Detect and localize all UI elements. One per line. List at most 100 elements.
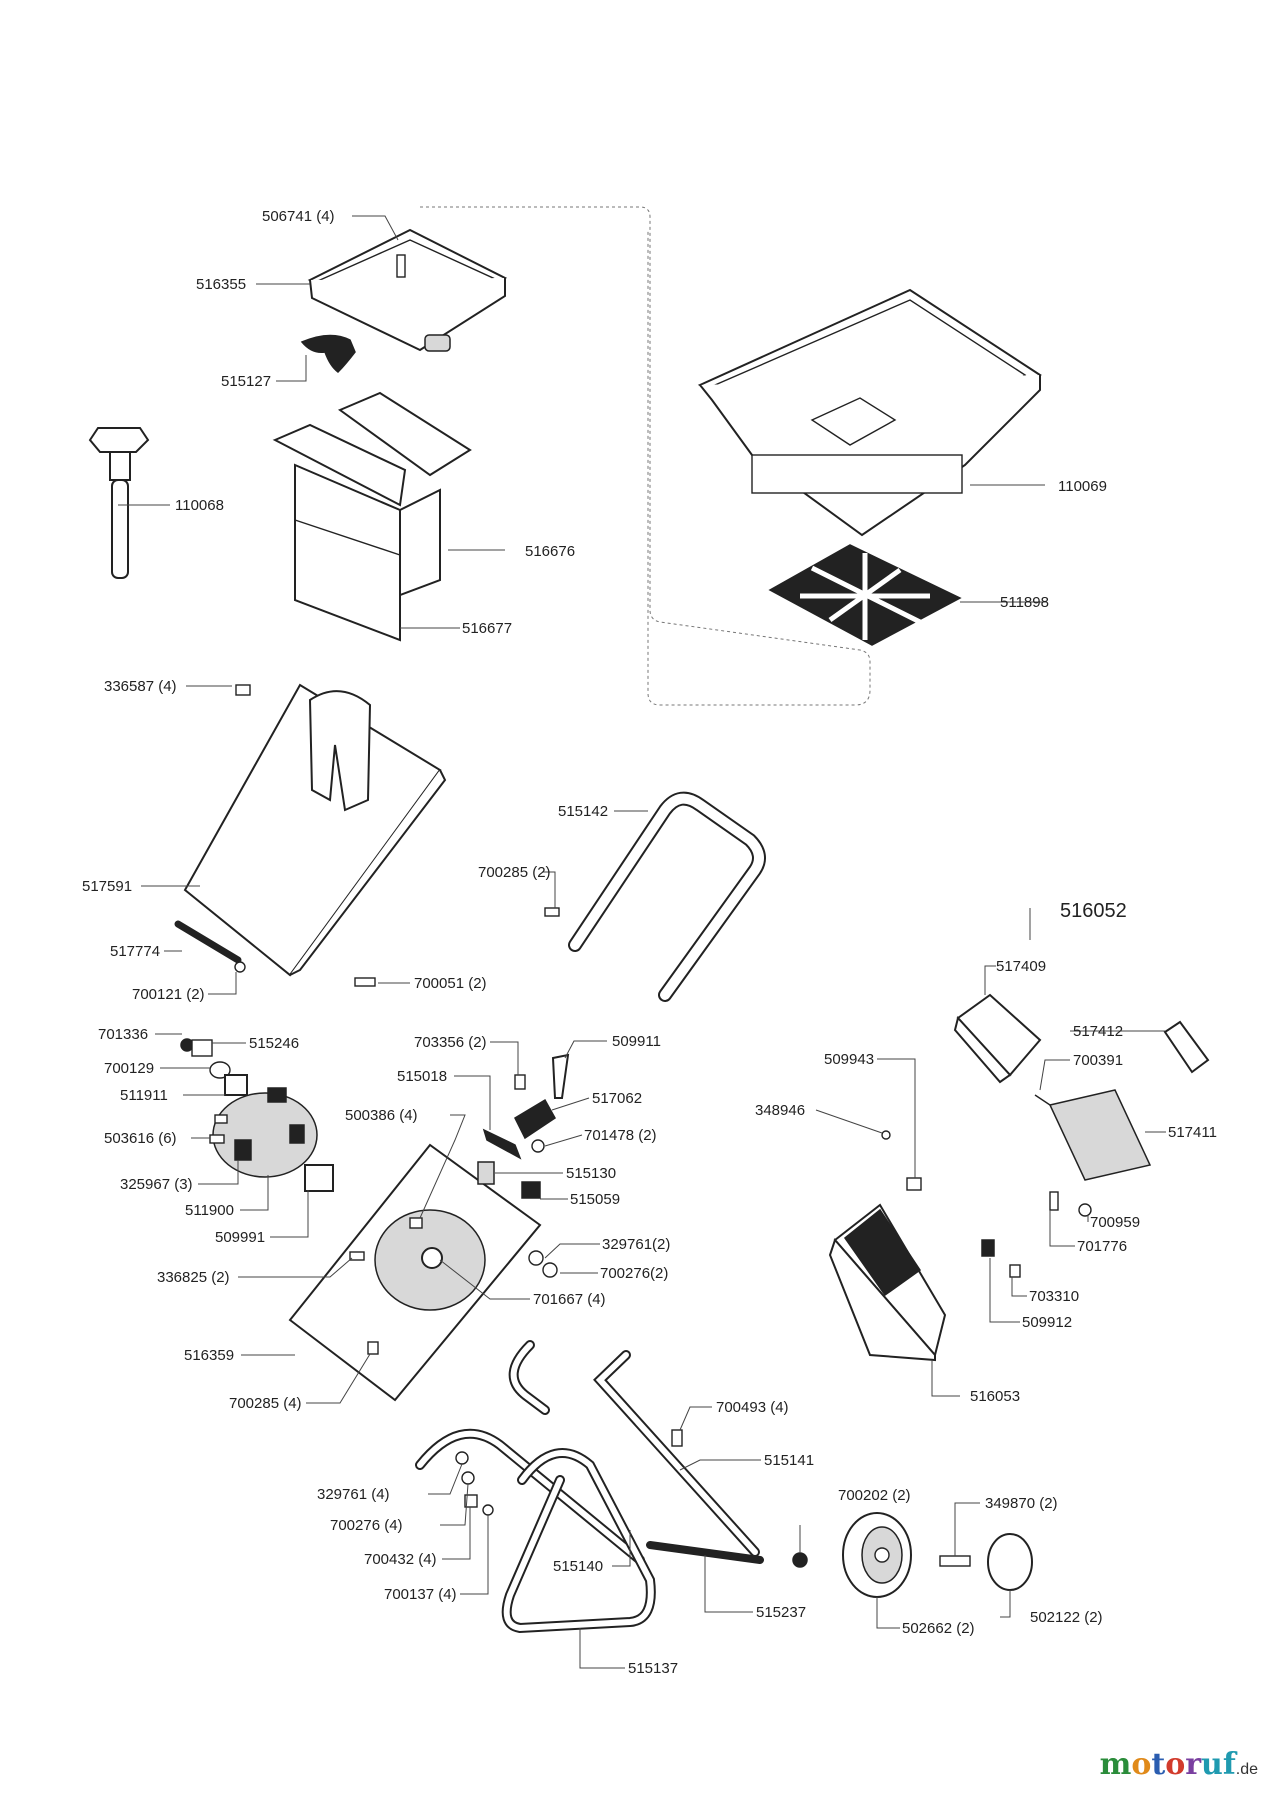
part-label-700137: 700137 (4): [384, 1586, 457, 1603]
part-label-515141: 515141: [764, 1452, 814, 1469]
grommet-509943: [906, 1177, 922, 1191]
clamp-509912: [981, 1239, 995, 1257]
part-label-516355: 516355: [196, 276, 246, 293]
screw-348946: [881, 1130, 891, 1140]
part-label-700129: 700129: [104, 1060, 154, 1077]
part-label-700391: 700391: [1073, 1052, 1123, 1069]
motoruf-logo: motoruf.de: [1099, 1747, 1258, 1782]
leader-lines: [118, 215, 1166, 1669]
hopper-large-110069: [697, 288, 1042, 537]
motor-517411: [1034, 1089, 1152, 1181]
part-label-502662: 502662 (2): [902, 1620, 975, 1637]
part-label-502122: 502122 (2): [1030, 1609, 1103, 1626]
nut-700432: [464, 1494, 478, 1508]
seal-511898: [768, 544, 962, 646]
frame-515140: [415, 1428, 645, 1565]
axle-bolt-349870: [939, 1555, 971, 1567]
part-label-517409: 517409: [996, 958, 1046, 975]
rod-517774: [174, 920, 242, 964]
blade-bolt-509991: [304, 1164, 334, 1192]
screw-336825: [349, 1251, 365, 1261]
part-label-511900: 511900: [185, 1202, 234, 1219]
part-label-511898: 511898: [1000, 594, 1049, 611]
part-label-515059: 515059: [570, 1191, 620, 1208]
screw-701776: [1049, 1191, 1059, 1211]
part-label-700959: 700959: [1090, 1214, 1140, 1231]
part-label-516676: 516676: [525, 543, 575, 560]
screw-500386: [409, 1217, 423, 1229]
axle-515237: [646, 1541, 764, 1564]
frame-515141: [508, 1340, 760, 1557]
part-label-517591: 517591: [82, 878, 132, 895]
part-label-515127: 515127: [221, 373, 271, 390]
screw-700285-upper: [544, 907, 560, 917]
motor-plate-516359: [288, 1143, 542, 1402]
washer-700137: [482, 1504, 494, 1516]
part-label-700276-2: 700276(2): [600, 1265, 668, 1282]
part-label-348946: 348946: [755, 1102, 805, 1119]
part-label-701478: 701478 (2): [584, 1127, 657, 1144]
part-label-349870: 349870 (2): [985, 1495, 1058, 1512]
screw-700285-lower: [367, 1341, 379, 1355]
clip-515059: [521, 1181, 541, 1199]
plunger-110068: [88, 427, 150, 579]
part-label-700285-2: 700285 (2): [478, 864, 551, 881]
part-label-515140: 515140: [553, 1558, 603, 1575]
capacitor-517412: [1163, 1020, 1210, 1074]
part-label-506741: 506741 (4): [262, 208, 335, 225]
electrical-box-516053: [828, 1203, 947, 1362]
screw-700493: [671, 1429, 683, 1447]
clip-336587: [235, 684, 251, 696]
spring-515130: [477, 1161, 495, 1185]
block-517062: [514, 1098, 556, 1140]
knob-511911: [224, 1074, 248, 1096]
frame-515137: [501, 1448, 656, 1634]
part-label-110068: 110068: [175, 497, 224, 514]
part-label-700051: 700051 (2): [414, 975, 487, 992]
part-label-700202: 700202 (2): [838, 1487, 911, 1504]
part-label-509943: 509943: [824, 1051, 874, 1068]
part-label-700285-4: 700285 (4): [229, 1395, 302, 1412]
part-label-516677: 516677: [462, 620, 512, 637]
part-label-515018: 515018: [397, 1068, 447, 1085]
part-label-509991: 509991: [215, 1229, 265, 1246]
chute-516676-516677: [272, 391, 472, 642]
wheel-502662: [842, 1512, 912, 1598]
part-labels: 506741 (4) 516355 515127 110068 516676 5…: [82, 208, 1217, 1677]
cutter-disc-511900: [212, 1087, 318, 1178]
part-label-516359: 516359: [184, 1347, 234, 1364]
part-label-325967: 325967 (3): [120, 1176, 193, 1193]
washer-329761-mid: [528, 1250, 544, 1266]
hopper-small-516355: [307, 228, 508, 352]
nut-700202: [792, 1552, 808, 1568]
part-label-700493: 700493 (4): [716, 1399, 789, 1416]
part-label-509912: 509912: [1022, 1314, 1072, 1331]
part-label-515142: 515142: [558, 803, 608, 820]
screw-506741: [396, 254, 406, 278]
part-label-515137: 515137: [628, 1660, 678, 1677]
nut-700276-low: [461, 1471, 475, 1485]
part-label-110069: 110069: [1058, 478, 1107, 495]
part-label-700121: 700121 (2): [132, 986, 205, 1003]
screw-503616: [209, 1134, 225, 1144]
part-label-503616: 503616 (6): [104, 1130, 177, 1147]
assembly-label-516052: 516052: [1060, 900, 1127, 922]
part-label-703310: 703310: [1029, 1288, 1079, 1305]
wedge-515018: [482, 1128, 522, 1160]
part-label-515246: 515246: [249, 1035, 299, 1052]
part-label-517774: 517774: [110, 943, 160, 960]
nut-701478: [531, 1139, 545, 1153]
part-label-701667: 701667 (4): [533, 1291, 606, 1308]
part-label-701336: 701336: [98, 1026, 148, 1043]
screw-700051: [354, 977, 376, 987]
part-label-700432: 700432 (4): [364, 1551, 437, 1568]
spindle-509911: [551, 1053, 570, 1099]
bolt-515246: [191, 1039, 213, 1057]
part-label-515237: 515237: [756, 1604, 806, 1621]
part-label-700276-4: 700276 (4): [330, 1517, 403, 1534]
housing-517591: [183, 683, 447, 977]
part-label-329761-4: 329761 (4): [317, 1486, 390, 1503]
part-label-329761-2: 329761(2): [602, 1236, 670, 1253]
gasket-515127: [300, 334, 356, 373]
